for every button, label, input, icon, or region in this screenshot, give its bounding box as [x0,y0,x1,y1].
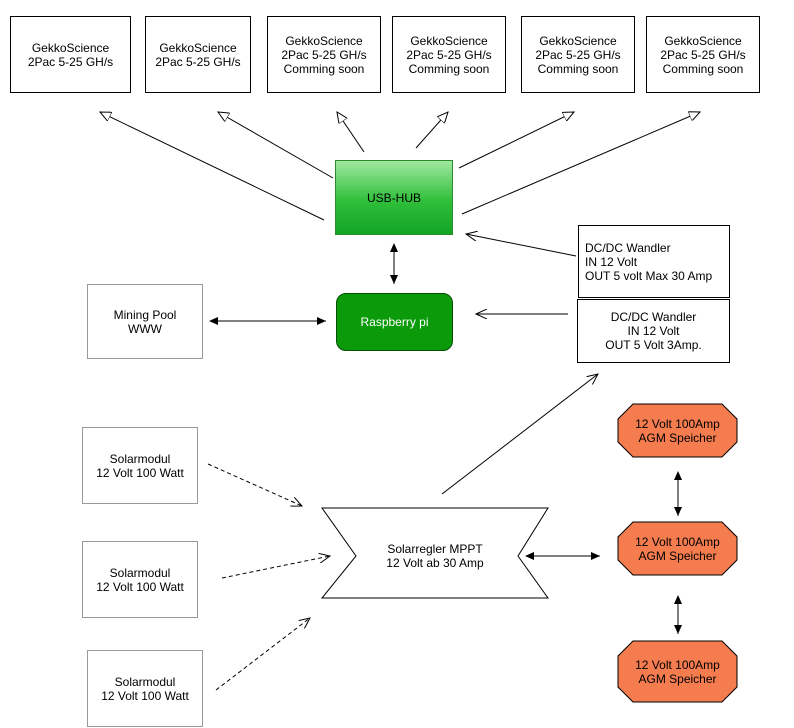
miner-5-line-3: Comming soon [537,61,619,76]
miner-6: GekkoScience 2Pac 5-25 GH/s Comming soon [646,16,760,93]
miner-1-line-2: 2Pac 5-25 GH/s [27,54,114,69]
miner-6-line-1: GekkoScience [664,33,742,48]
miner-4-line-2: 2Pac 5-25 GH/s [406,47,492,62]
dcdc-1-line-3: OUT 5 volt Max 30 Amp [585,268,713,283]
edge-hub-miner-4 [415,112,448,149]
edge-controller-dcdc2 [441,374,598,495]
miner-3-line-3: Comming soon [283,61,365,76]
dcdc-2-line-2: IN 12 Volt [627,324,680,338]
miner-5-line-1: GekkoScience [539,33,617,48]
edge-solar1-controller [207,463,302,506]
edge-hub-miner-6 [461,112,700,215]
miner-1: GekkoScience 2Pac 5-25 GH/s [10,16,131,93]
miner-3: GekkoScience 2Pac 5-25 GH/s Comming soon [267,16,381,93]
battery-3-line-2: AGM Speicher [638,671,717,686]
miner-4-line-1: GekkoScience [410,33,488,48]
solar-module-1-line-1: Solarmodul [109,451,171,466]
mining-pool: Mining Pool WWW [87,284,203,359]
edge-dcdc1-hub [466,234,577,257]
battery-2: 12 Volt 100Amp AGM Speicher [618,522,737,575]
solar-module-1-line-2: 12 Volt 100 Watt [96,465,184,480]
battery-2-line-2: AGM Speicher [638,548,717,563]
edge-solar2-controller [221,556,330,579]
solar-module-2-line-1: Solarmodul [109,565,171,580]
dcdc-1-line-2: IN 12 Volt [585,254,638,269]
miner-5: GekkoScience 2Pac 5-25 GH/s Comming soon [521,16,635,93]
solar-module-3: Solarmodul 12 Volt 100 Watt [87,650,203,727]
miner-4-line-3: Comming soon [408,61,490,76]
solar-module-3-line-1: Solarmodul [114,674,176,689]
miner-2-line-2: 2Pac 5-25 GH/s [155,54,241,69]
battery-1-line-1: 12 Volt 100Amp [635,416,720,431]
dcdc-2-line-3: OUT 5 Volt 3Amp. [605,338,702,352]
miner-5-line-2: 2Pac 5-25 GH/s [535,47,621,62]
charge-controller-line-2: 12 Volt ab 30 Amp [386,556,484,570]
usb-hub-label: USB-HUB [366,190,421,205]
solar-module-2: Solarmodul 12 Volt 100 Watt [82,541,198,618]
battery-3: 12 Volt 100Amp AGM Speicher [618,641,737,702]
miner-6-line-3: Comming soon [662,61,744,76]
edge-solar3-controller [215,618,310,691]
miner-2-line-1: GekkoScience [159,40,237,55]
charge-controller-shape [320,507,549,599]
edge-hub-miner-2 [218,112,334,179]
battery-2-shape [617,521,738,576]
charge-controller: Solarregler MPPT 12 Volt ab 30 Amp [360,532,510,580]
dcdc-2-line-1: DC/DC Wandler [610,310,697,324]
edge-hub-miner-3 [337,112,365,153]
raspberry-pi: Raspberry pi [336,293,453,351]
dcdc-converter-1: DC/DC Wandler IN 12 Volt OUT 5 volt Max … [578,225,730,298]
miner-6-line-2: 2Pac 5-25 GH/s [660,47,746,62]
charge-controller-line-1: Solarregler MPPT [387,542,483,556]
dcdc-converter-2: DC/DC Wandler IN 12 Volt OUT 5 Volt 3Amp… [577,299,730,363]
dcdc-1-line-1: DC/DC Wandler [585,240,671,255]
miner-4: GekkoScience 2Pac 5-25 GH/s Comming soon [392,16,506,93]
battery-3-shape [617,640,738,703]
miner-3-line-2: 2Pac 5-25 GH/s [281,47,367,62]
mining-pool-line-2: WWW [128,321,162,336]
battery-1-line-2: AGM Speicher [638,430,717,445]
battery-2-line-1: 12 Volt 100Amp [635,534,720,549]
battery-1: 12 Volt 100Amp AGM Speicher [618,404,737,457]
usb-hub: USB-HUB [335,160,453,235]
miner-2: GekkoScience 2Pac 5-25 GH/s [145,16,251,93]
edge-hub-miner-1 [100,112,325,221]
battery-3-line-1: 12 Volt 100Amp [635,657,720,672]
raspberry-pi-label: Raspberry pi [360,315,429,329]
battery-1-shape [617,403,738,458]
solar-module-1: Solarmodul 12 Volt 100 Watt [82,427,198,504]
miner-3-line-1: GekkoScience [285,33,363,48]
solar-module-3-line-2: 12 Volt 100 Watt [101,688,189,703]
miner-1-line-1: GekkoScience [31,40,110,55]
mining-pool-line-1: Mining Pool [113,307,177,322]
edge-hub-miner-5 [458,112,574,169]
solar-module-2-line-2: 12 Volt 100 Watt [96,579,184,594]
